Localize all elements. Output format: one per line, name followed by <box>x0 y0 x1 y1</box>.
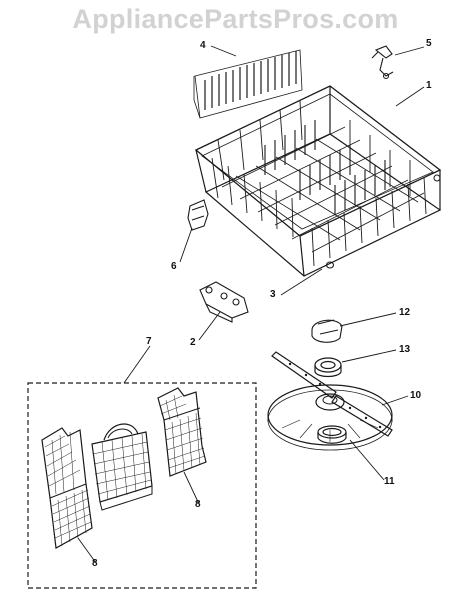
callout-8-left: 8 <box>92 558 98 569</box>
callout-3: 3 <box>270 289 276 300</box>
silverware-basket-right <box>157 387 207 477</box>
spray-arm-part <box>267 351 393 451</box>
rack-clip-part <box>371 45 394 80</box>
bearing-ring-part <box>314 357 342 378</box>
lower-rack-part <box>194 85 442 277</box>
callout-7: 7 <box>146 336 152 347</box>
leader-lines <box>77 45 425 564</box>
nozzle-cap-part <box>311 319 343 343</box>
wheel-bracket-part <box>187 199 209 231</box>
callout-5: 5 <box>426 38 432 49</box>
rack-roller-part <box>199 281 249 323</box>
callout-1: 1 <box>426 80 432 91</box>
tine-row-part <box>193 49 303 119</box>
callout-11: 11 <box>384 476 395 487</box>
callout-6: 6 <box>171 261 177 272</box>
silverware-basket-left <box>41 427 93 549</box>
seal-ring-part <box>317 425 347 444</box>
callout-4: 4 <box>200 40 206 51</box>
basket-assembly-box <box>27 382 257 589</box>
callout-12: 12 <box>399 307 411 318</box>
callout-13: 13 <box>399 344 411 355</box>
bumper-part <box>325 261 335 269</box>
silverware-basket-middle <box>91 423 153 511</box>
callout-10: 10 <box>410 390 422 401</box>
callout-2: 2 <box>190 337 196 348</box>
watermark: AppliancePartsPros.com <box>72 4 399 34</box>
callout-8-right: 8 <box>195 499 201 510</box>
